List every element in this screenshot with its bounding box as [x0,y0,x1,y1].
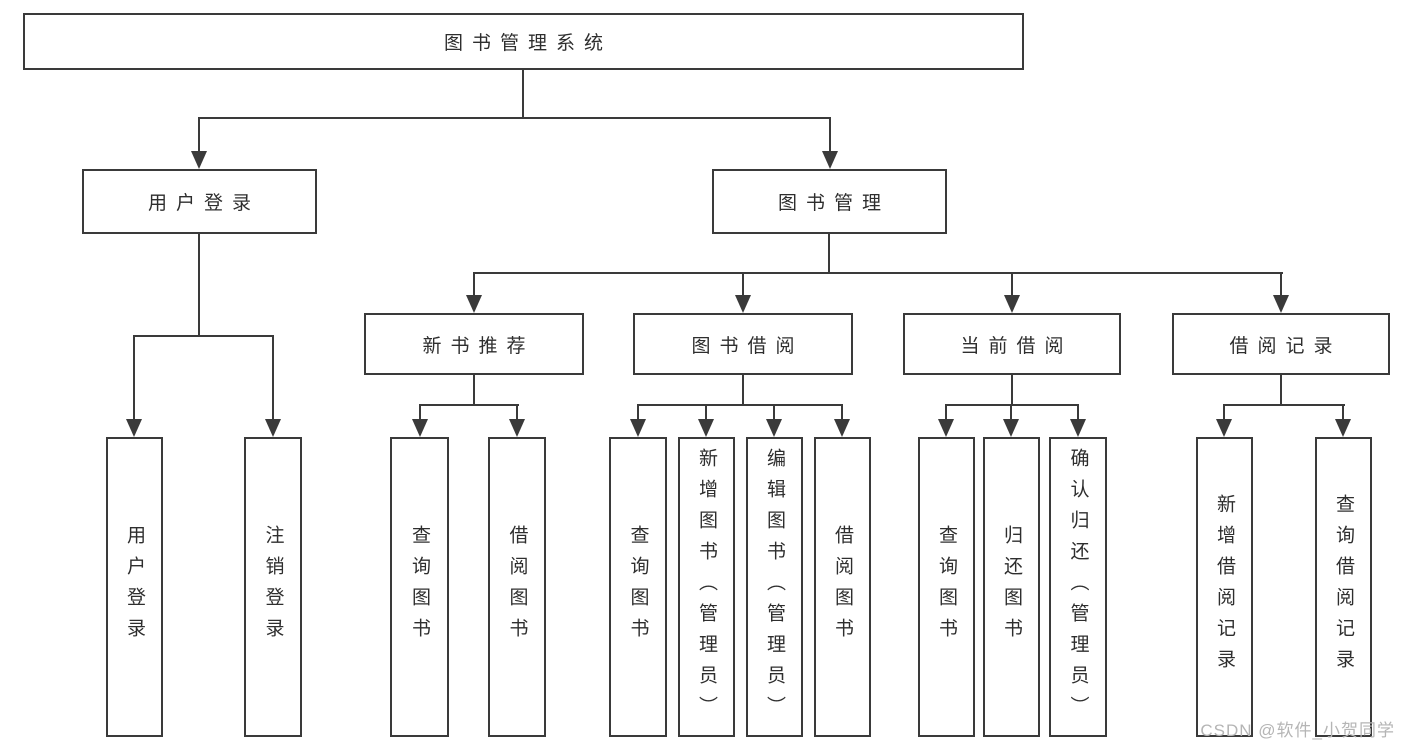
connector-line [828,233,830,274]
leaf-label: 借阅图书 [832,525,853,649]
leaf-box-borrow-books-2: 借阅图书 [814,437,871,737]
connector-line [1342,404,1344,421]
leaf-box-user-login: 用户登录 [106,437,163,737]
connector-line [198,233,200,336]
arrowhead-down-icon [1216,419,1232,437]
arrowhead-down-icon [1003,419,1019,437]
connector-line [133,335,274,337]
arrowhead-down-icon [834,419,850,437]
node-box-book-borrow: 图书借阅 [633,313,853,375]
csdn-watermark: CSDN @软件_小贺同学 [1200,721,1395,740]
node-label: 图书借阅 [691,335,804,357]
connector-line [473,272,475,297]
connector-line [742,272,744,297]
connector-line [705,404,707,421]
connector-line [773,404,775,421]
connector-line [272,335,274,421]
node-box-root: 图书管理系统 [23,13,1024,70]
connector-line [1011,272,1013,297]
connector-line [1223,404,1225,421]
leaf-label: 借阅图书 [506,525,528,649]
connector-line [1010,404,1012,421]
leaf-label: 新增借阅记录 [1214,494,1235,680]
leaf-box-add-books-admin: 新增图书（管理员） [678,437,735,737]
connector-line [1280,272,1282,297]
connector-line [473,272,1283,274]
node-box-book-management: 图书管理 [712,169,947,234]
leaf-label: 查询图书 [627,525,649,649]
leaf-box-query-books-1: 查询图书 [390,437,449,737]
arrowhead-down-icon [698,419,714,437]
connector-line [1077,404,1079,421]
connector-line [637,404,639,421]
node-label-root: 图书管理系统 [443,33,612,54]
leaf-box-confirm-return-admin: 确认归还（管理员） [1049,437,1107,737]
leaf-label: 归还图书 [1001,525,1022,649]
leaf-label: 注销登录 [262,525,284,649]
leaf-box-query-borrow-record: 查询借阅记录 [1315,437,1372,737]
connector-line [742,374,744,406]
arrowhead-down-icon [630,419,646,437]
connector-line [829,117,831,153]
arrowhead-down-icon [126,419,142,437]
node-box-user-login-branch: 用户登录 [82,169,317,234]
connector-line [516,404,518,421]
leaf-box-query-books-3: 查询图书 [918,437,975,737]
arrowhead-down-icon [1070,419,1086,437]
arrowhead-down-icon [466,295,482,313]
leaf-label: 新增图书（管理员） [696,447,717,727]
leaf-label: 用户登录 [124,525,145,649]
arrowhead-down-icon [1004,295,1020,313]
connector-line [198,117,831,119]
node-label: 图书管理 [777,193,890,214]
leaf-box-add-borrow-record: 新增借阅记录 [1196,437,1253,737]
node-label: 新书推荐 [422,335,535,357]
connector-line [945,404,947,421]
arrowhead-down-icon [1273,295,1289,313]
arrowhead-down-icon [735,295,751,313]
arrowhead-down-icon [265,419,281,437]
leaf-label: 编辑图书（管理员） [764,447,785,727]
arrowhead-down-icon [1335,419,1351,437]
leaf-label: 查询图书 [936,525,957,649]
leaf-box-return-books: 归还图书 [983,437,1040,737]
node-label: 当前借阅 [960,335,1073,357]
leaf-box-query-books-2: 查询图书 [609,437,667,737]
connector-line [1011,374,1013,406]
leaf-box-borrow-books-1: 借阅图书 [488,437,546,737]
leaf-box-logout: 注销登录 [244,437,302,737]
connector-line [522,69,524,118]
node-box-current-borrow: 当前借阅 [903,313,1121,375]
arrowhead-down-icon [822,151,838,169]
connector-line [637,404,843,406]
arrowhead-down-icon [766,419,782,437]
leaf-label: 确认归还（管理员） [1067,447,1089,727]
arrowhead-down-icon [509,419,525,437]
connector-line [419,404,421,421]
connector-line [419,404,519,406]
connector-line [1223,404,1345,406]
node-label: 用户登录 [147,193,260,214]
connector-line [841,404,843,421]
leaf-box-edit-books-admin: 编辑图书（管理员） [746,437,803,737]
connector-line [133,335,135,421]
connector-line [1280,374,1282,406]
arrowhead-down-icon [938,419,954,437]
leaf-label: 查询图书 [409,525,430,649]
connector-line [473,374,475,406]
arrowhead-down-icon [191,151,207,169]
connector-line [198,117,200,153]
arrowhead-down-icon [412,419,428,437]
leaf-label: 查询借阅记录 [1333,494,1354,680]
node-box-borrow-records: 借阅记录 [1172,313,1390,375]
node-box-new-book-recommend: 新书推荐 [364,313,584,375]
connector-line [945,404,1079,406]
node-label: 借阅记录 [1229,335,1342,357]
